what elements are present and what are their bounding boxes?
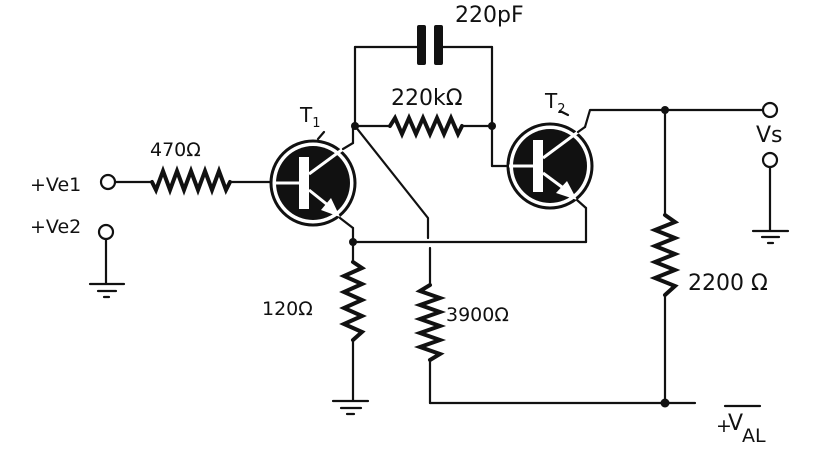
ve2-terminal[interactable] — [97, 223, 115, 241]
output-section: Vs 2200 Ω + V AL — [649, 101, 790, 447]
diagonal-wire — [353, 124, 430, 240]
input-section: +Ve1 +Ve2 470Ω — [30, 139, 275, 299]
capacitor-220pf-label: 220pF — [455, 3, 524, 28]
svg-text:V: V — [728, 411, 743, 436]
transistor-t1: T1 — [269, 103, 357, 244]
svg-text:AL: AL — [742, 425, 766, 447]
svg-text:+: + — [716, 415, 732, 437]
resistor-470 — [150, 165, 232, 196]
feedback-network: 220pF 220kΩ — [351, 3, 524, 240]
resistor-3900 — [413, 283, 447, 362]
t1-label: T1 — [299, 103, 321, 131]
vs-terminal-bottom[interactable] — [761, 151, 779, 169]
resistor-120 — [339, 260, 367, 342]
ve1-label: +Ve1 — [30, 174, 81, 196]
ground-icon — [751, 229, 790, 245]
resistor-3900-label: 3900Ω — [446, 304, 509, 326]
transistor-t2: T2 — [506, 89, 667, 244]
resistor-220k — [388, 113, 464, 139]
t2-pointer — [558, 109, 570, 117]
resistor-220k-label: 220kΩ — [391, 86, 463, 111]
t2-label: T2 — [544, 89, 566, 117]
vs-terminal-top[interactable] — [761, 101, 779, 119]
capacitor-220pf — [417, 25, 443, 65]
ve2-label: +Ve2 — [30, 216, 81, 238]
t1-pointer — [316, 130, 326, 141]
resistor-470-label: 470Ω — [150, 139, 201, 161]
ve1-terminal[interactable] — [99, 173, 117, 191]
supply-label: + V AL — [716, 404, 766, 447]
ground-icon — [331, 399, 370, 416]
emitter-bus: 120Ω 3900Ω — [262, 238, 697, 416]
vs-label: Vs — [756, 123, 783, 148]
junction-supply — [660, 398, 670, 408]
resistor-120-label: 120Ω — [262, 298, 313, 320]
resistor-2200-label: 2200 Ω — [688, 271, 768, 296]
resistor-2200 — [649, 213, 681, 297]
ground-icon — [88, 282, 126, 299]
